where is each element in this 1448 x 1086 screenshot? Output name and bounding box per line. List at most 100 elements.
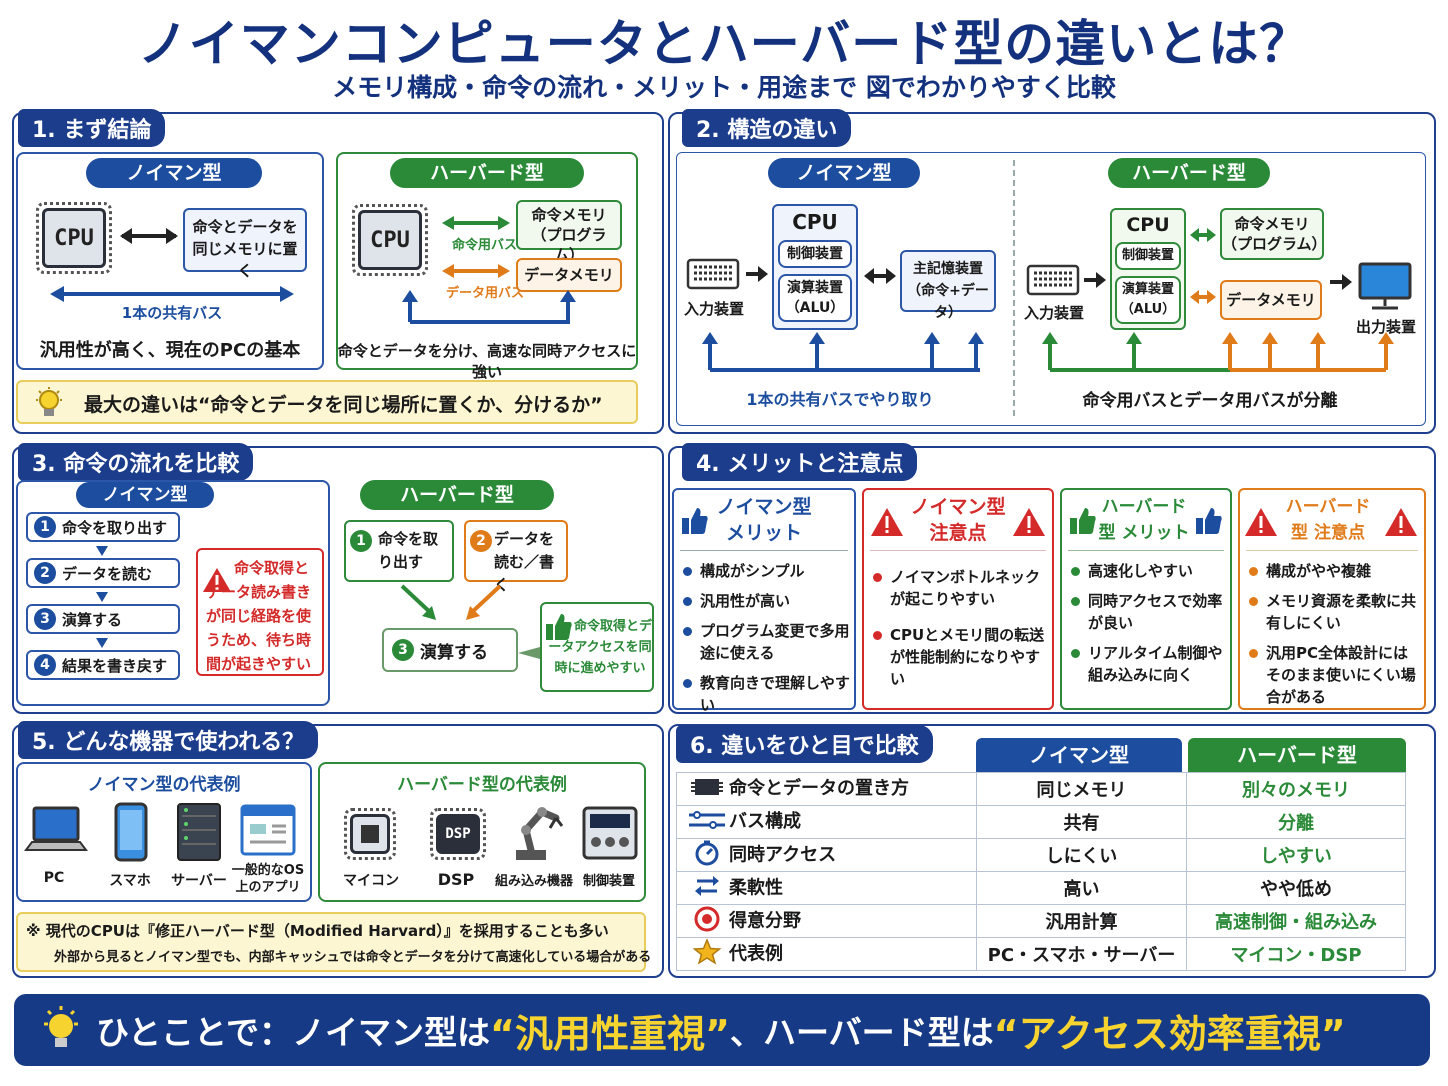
s3-harvard-step-2-num: 2 — [470, 530, 498, 552]
monitor-icon — [1358, 262, 1412, 316]
summary-harvard: ハーバード型は — [762, 1013, 994, 1052]
cell-harvard: 別々のメモリ — [1186, 772, 1406, 806]
device-label: 制御装置 — [582, 874, 635, 889]
device-label: マイコン — [343, 873, 399, 889]
s4-harvard-merit-title: ハーバード型 メリット — [1098, 497, 1190, 543]
s4-divider — [680, 550, 848, 551]
keyboard-icon — [686, 258, 740, 294]
warning-icon — [1244, 506, 1278, 542]
cell-harvard: しやすい — [1186, 838, 1406, 872]
device-label: DSP — [437, 870, 475, 889]
s4-neumann-merit-title: ノイマン型 メリット — [716, 496, 812, 544]
summary-harvard-quote: “アクセス効率重視” — [993, 1011, 1346, 1056]
app-window-icon — [240, 804, 296, 860]
s2-harvard-cpu-label: CPU — [1126, 214, 1170, 236]
s3-harvard-label: ハーバード型 — [360, 480, 554, 510]
warning-icon — [202, 566, 232, 598]
s5-harvard-title: ハーバード型の代表例 — [397, 775, 567, 795]
arrow-right-icon — [1328, 272, 1354, 296]
bus-arrow-icon — [48, 284, 296, 308]
s3-harvard-note-text: 命令取得とデータアクセスを同時に進めやすい — [548, 619, 653, 676]
summary-lead: ひとことで： — [96, 1013, 293, 1052]
s3-neumann-label: ノイマン型 — [76, 482, 214, 508]
summary-neumann-quote: “汎用性重視” — [490, 1011, 730, 1056]
device-label: PC — [43, 870, 65, 886]
double-arrow-icon — [118, 226, 180, 250]
s3-harvard-step-1-num: 1 — [350, 530, 378, 552]
target-icon — [687, 906, 729, 937]
s6-neumann-header: ノイマン型 — [976, 738, 1182, 772]
table-row: バス構成 共有 分離 — [676, 805, 1406, 839]
list-item: メモリ資源を柔軟に共有しにくい — [1246, 590, 1422, 634]
lightbulb-icon — [32, 386, 66, 424]
device-label: 組み込み機器 — [494, 874, 573, 889]
s3-harvard-step-2-text: データを読む／書く — [494, 530, 555, 594]
thumbs-up-icon — [680, 506, 708, 540]
s1-tip-text: 最大の違いは“命令とデータを同じ場所に置くか、分けるか” — [84, 394, 603, 416]
comparison-table: 命令とデータの置き方 同じメモリ 別々のメモリ バス構成 共有 分離 同時アクセ… — [676, 772, 1406, 971]
cell-neumann: しにくい — [976, 838, 1187, 872]
s3-neumann-warning-text: 命令取得とデータ読み書きが同じ経路を使うため、待ち時間が起きやすい — [206, 559, 312, 673]
section-6-panel — [668, 724, 1436, 978]
s2-control-unit: 制御装置 — [778, 240, 852, 268]
section-3-panel — [12, 446, 664, 714]
s1-instruction-memory-box: 命令メモリ（プログラム） — [516, 200, 622, 264]
cell-neumann: PC・スマホ・サーバー — [976, 937, 1187, 971]
list-item: 同時アクセスで効率が良い — [1068, 590, 1228, 634]
device-label: スマホ — [109, 873, 151, 889]
list-item: 構成がシンプル — [680, 560, 854, 582]
s1-data-bus-label: データ用バス — [446, 286, 525, 301]
bus-icon — [687, 808, 729, 837]
dsp-chip-icon: DSP — [430, 808, 486, 860]
s2-instruction-memory-box: 命令メモリ（プログラム） — [1220, 208, 1327, 260]
list-item: プログラム変更で多用途に使える — [680, 620, 854, 664]
cell-harvard: 高速制御・組み込み — [1186, 904, 1406, 938]
list-item: 汎用PC全体設計にはそのまま使いにくい場合がある — [1246, 642, 1422, 708]
s2-divider — [1013, 160, 1015, 416]
s2-input-label: 入力装置 — [684, 300, 745, 318]
star-icon — [687, 937, 729, 970]
s1-neumann-label: ノイマン型 — [86, 158, 262, 188]
chip-icon — [687, 775, 729, 804]
s5-note-line-2: 外部から見るとノイマン型でも、内部キャッシュでは命令とデータを分けて高速化してい… — [54, 950, 652, 965]
list-item: ノイマンボトルネックが起こりやすい — [870, 566, 1052, 610]
cell-harvard: 分離 — [1186, 805, 1406, 839]
s4-harvard-caution-list: 構成がやや複雑 メモリ資源を柔軟に共有しにくい 汎用PC全体設計にはそのまま使い… — [1246, 560, 1422, 716]
control-panel-icon — [582, 806, 638, 864]
cell-neumann: 共有 — [976, 805, 1187, 839]
smartphone-icon — [114, 802, 148, 866]
microcontroller-icon — [344, 808, 396, 860]
double-arrow-icon — [862, 266, 898, 290]
lightbulb-icon — [40, 1004, 82, 1056]
robot-arm-icon — [506, 800, 564, 866]
s2-main-memory-box: 主記憶装置（命令+データ） — [900, 250, 996, 321]
laptop-icon — [24, 804, 88, 864]
s4-divider — [1246, 550, 1418, 551]
s6-harvard-header: ハーバード型 — [1188, 738, 1406, 772]
s2-data-memory-box: データメモリ — [1220, 280, 1322, 320]
s4-divider — [1068, 550, 1224, 551]
arrow-right-icon — [1082, 270, 1108, 294]
s4-neumann-caution-list: ノイマンボトルネックが起こりやすい CPUとメモリ間の転送が性能制約になりやすい — [870, 566, 1052, 698]
keyboard-icon — [1026, 264, 1080, 300]
s1-shared-memory-box: 命令とデータを同じメモリに置く — [183, 208, 307, 280]
s4-neumann-caution-title: ノイマン型 注意点 — [910, 496, 1006, 544]
section-3-heading: 3. 命令の流れを比較 — [18, 443, 254, 481]
s2-harvard-control-unit: 制御装置 — [1115, 242, 1181, 270]
section-4-panel — [668, 446, 1436, 714]
section-6-heading: 6. 違いをひと目で比較 — [676, 725, 933, 763]
s5-note-line-1: ※ 現代のCPUは『修正ハーバード型（Modified Harvard）』を採用… — [26, 922, 609, 940]
s2-harvard-alu: 演算装置（ALU） — [1115, 276, 1181, 324]
thumbs-up-icon — [544, 612, 572, 646]
instruction-arrow-icon — [1188, 226, 1218, 248]
s2-neumann-bus-label: 1本の共有バスでやり取り — [746, 390, 934, 409]
list-item: リアルタイム制御や組み込みに向く — [1068, 642, 1228, 686]
s2-harvard-label: ハーバード型 — [1108, 158, 1270, 188]
s4-harvard-merit-list: 高速化しやすい 同時アクセスで効率が良い リアルタイム制御や組み込みに向く — [1068, 560, 1228, 694]
s4-divider — [870, 550, 1046, 551]
section-5-heading: 5. どんな機器で使われる？ — [18, 721, 319, 759]
s1-shared-bus-label: 1本の共有バス — [121, 304, 223, 322]
page-subtitle: メモリ構成・命令の流れ・メリット・用途まで 図でわかりやすく比較 — [332, 73, 1116, 102]
